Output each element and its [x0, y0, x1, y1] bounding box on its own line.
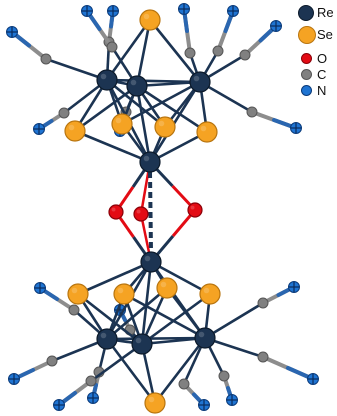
rhenium-atom-highlight: [130, 79, 137, 86]
carbon-atom: [106, 41, 118, 53]
selenium-atom-highlight: [158, 120, 165, 127]
cyano-re-c-bond: [45, 57, 108, 82]
rhenium-atom: [96, 328, 118, 350]
oxygen-atom: [133, 206, 149, 222]
legend-label-n: N: [317, 83, 327, 98]
top-cluster-bond: [73, 84, 139, 133]
top-cluster-bond: [135, 18, 152, 88]
top-cluster-bond: [148, 80, 202, 164]
oxygen-atom-highlight: [136, 209, 141, 214]
legend-label-se: Se: [317, 27, 333, 42]
carbon-atom: [212, 45, 224, 57]
selenium-atom-highlight: [115, 117, 122, 124]
rhenium-atom-highlight: [135, 337, 142, 344]
bottom-cluster-bond: [153, 336, 207, 405]
cyano-ligands: [6, 3, 319, 411]
top-cluster-bond: [135, 84, 152, 164]
selenium-atom-highlight: [143, 13, 150, 20]
legend-label-re: Re: [317, 5, 334, 20]
selenium-atom: [139, 9, 161, 31]
rhenium-atom: [189, 71, 211, 93]
re-re-dashed-contact: [148, 171, 153, 253]
top-cluster-bond: [105, 18, 152, 82]
rhenium-atom: [96, 69, 118, 91]
carbon-atom: [218, 370, 230, 382]
carbon-atom: [246, 106, 258, 118]
selenium-atom-highlight: [200, 125, 207, 132]
selenium-atom-highlight: [203, 287, 210, 294]
top-cluster-bond: [105, 78, 167, 129]
rhenium-atom: [126, 75, 148, 97]
rhenium-atom-highlight: [143, 155, 150, 162]
rhenium-atom-highlight: [198, 331, 205, 338]
bottom-cluster-bond: [140, 292, 212, 346]
selenium-atom: [154, 116, 176, 138]
oxygen-atom-highlight: [190, 205, 195, 210]
rhenium-atom-highlight: [144, 255, 151, 262]
selenium-atom: [113, 283, 135, 305]
bottom-cluster-bond: [76, 292, 144, 346]
carbon-atom: [40, 53, 52, 65]
legend-label-c: C: [317, 67, 327, 82]
oxygen-atom: [108, 204, 124, 220]
rhenium-atom-highlight: [100, 332, 107, 339]
n-atom-swatch: [301, 85, 312, 96]
rhenium-atom: [140, 251, 162, 273]
carbon-atom: [68, 304, 80, 316]
bottom-cluster-bond: [122, 292, 207, 340]
selenium-atom: [199, 283, 221, 305]
rhenium-atom-highlight: [100, 73, 107, 80]
carbon-atom: [184, 47, 196, 59]
selenium-atom: [196, 121, 218, 143]
legend-label-o: O: [317, 51, 328, 66]
selenium-atom-highlight: [160, 281, 167, 288]
selenium-atom-highlight: [68, 124, 75, 131]
atoms: [64, 9, 221, 414]
re-atom-swatch: [298, 5, 314, 21]
rhenium-atom: [131, 333, 153, 355]
selenium-atom: [64, 120, 86, 142]
bottom-cluster-bond: [105, 286, 169, 341]
selenium-atom-highlight: [148, 396, 155, 403]
rhenium-atom: [194, 327, 216, 349]
bottom-cluster-bond: [149, 260, 212, 296]
c-atom-swatch: [301, 69, 312, 80]
carbon-atom: [257, 351, 269, 363]
top-cluster-bond: [73, 129, 152, 164]
bottom-cluster-bond: [105, 336, 207, 341]
o-atom-swatch: [301, 53, 312, 64]
top-cluster-bond: [135, 84, 209, 134]
selenium-atom: [156, 277, 178, 299]
selenium-atom-highlight: [117, 287, 124, 294]
selenium-atom-highlight: [71, 287, 78, 294]
selenium-atom: [67, 283, 89, 305]
selenium-atom: [144, 392, 166, 414]
carbon-atom: [257, 297, 269, 309]
se-atom-swatch: [298, 26, 316, 44]
top-cluster-bond: [148, 18, 202, 84]
rhenium-atom: [139, 151, 161, 173]
bottom-cluster-bond: [140, 260, 153, 346]
oxygen-atom-highlight: [111, 207, 116, 212]
carbon-atom: [46, 355, 58, 367]
carbon-atom: [239, 49, 251, 61]
top-cluster-bond: [105, 78, 202, 84]
carbon-atom: [85, 375, 97, 387]
rhenium-atom-highlight: [193, 75, 200, 82]
carbon-atom: [178, 378, 190, 390]
bottom-cluster-bond: [76, 260, 153, 296]
bottom-cluster-bond: [105, 337, 157, 405]
selenium-atom: [111, 113, 133, 135]
oxygen-atom: [187, 202, 203, 218]
carbon-atom: [58, 107, 70, 119]
cyano-re-c-bond: [204, 301, 264, 340]
top-cluster-bond: [148, 130, 209, 164]
